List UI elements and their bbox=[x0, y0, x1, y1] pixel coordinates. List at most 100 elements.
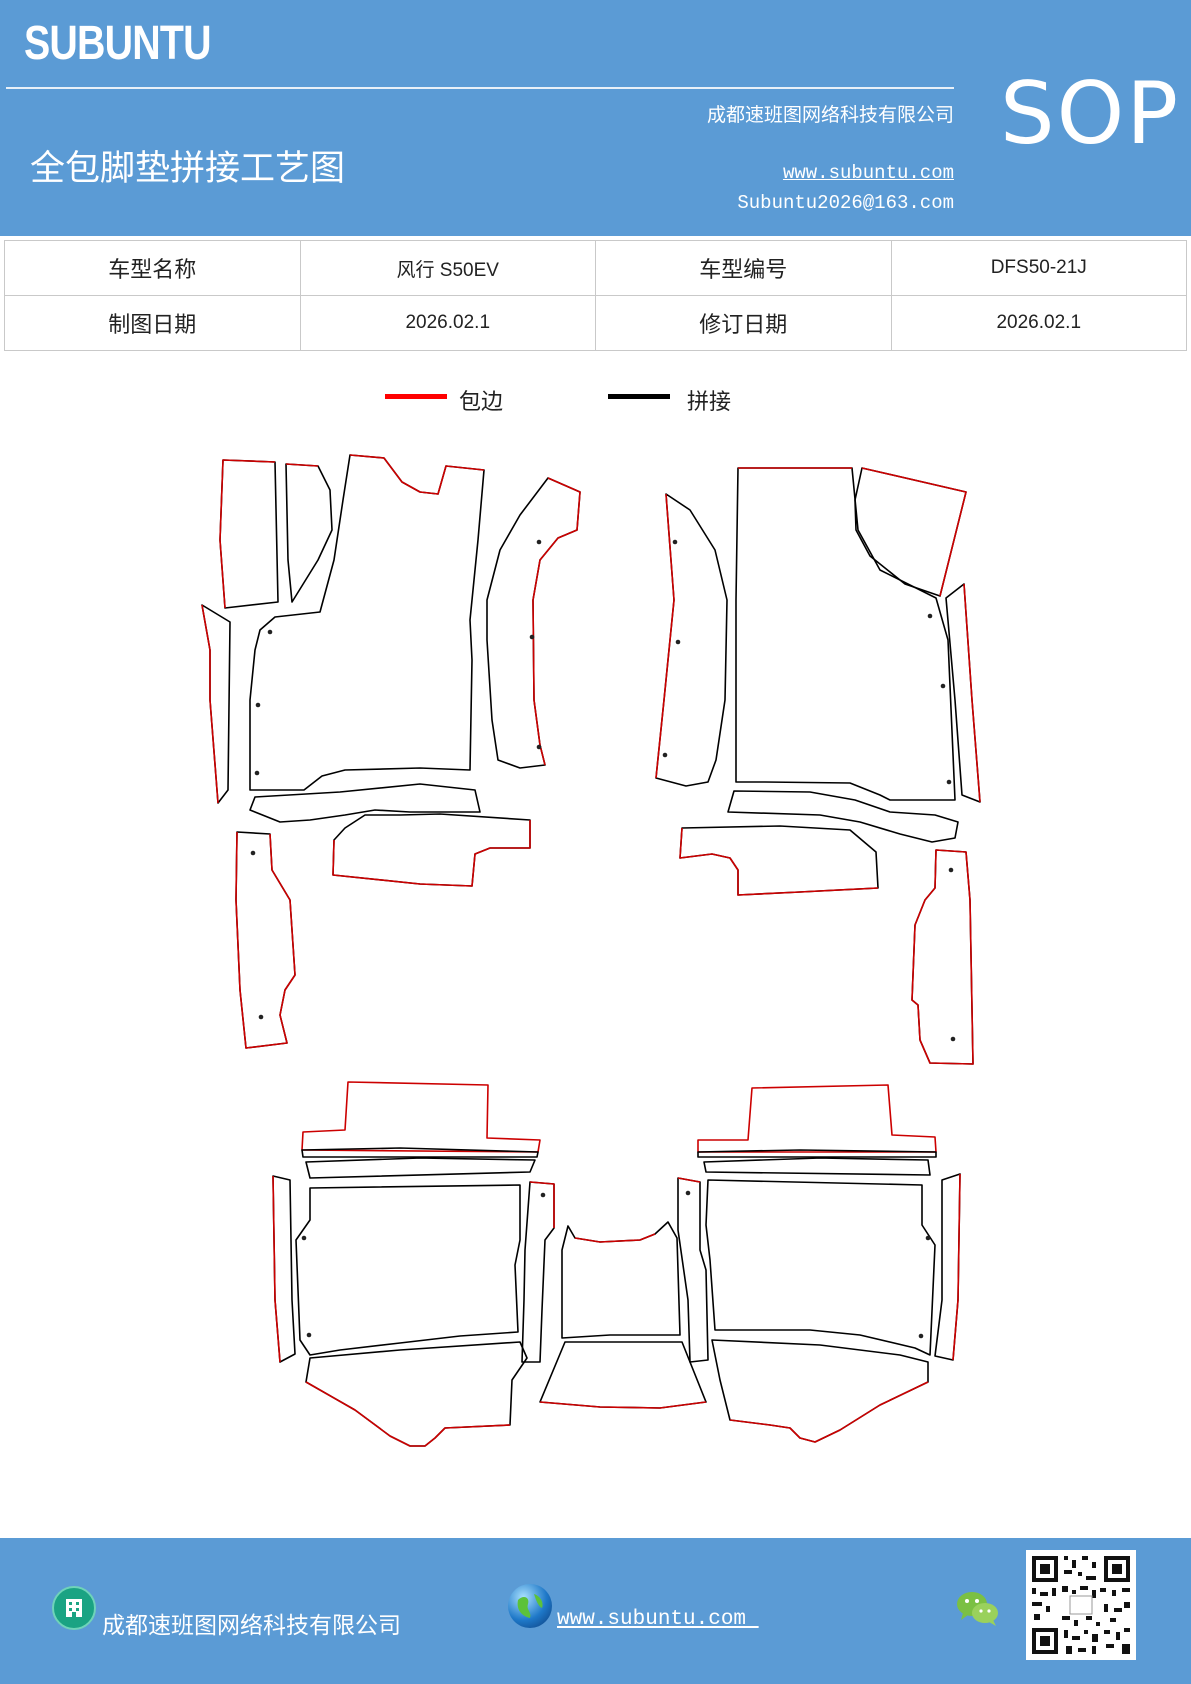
mat-piece bbox=[861, 467, 967, 597]
mat-piece bbox=[285, 463, 333, 603]
seam-label: 拼接 bbox=[687, 390, 732, 415]
mat-piece bbox=[735, 467, 956, 801]
mat-piece bbox=[249, 783, 481, 823]
mat-piece bbox=[219, 459, 279, 609]
hole-dot bbox=[918, 1333, 924, 1339]
globe-icon bbox=[508, 1584, 552, 1628]
hole-dot bbox=[675, 639, 681, 645]
mat-piece bbox=[272, 1175, 281, 1363]
footer-company-name: 成都速班图网络科技有限公司 bbox=[102, 1613, 401, 1639]
seam-swatch bbox=[608, 394, 670, 399]
mat-piece bbox=[235, 831, 296, 1049]
mat-piece bbox=[349, 454, 485, 495]
mat-piece bbox=[529, 1181, 555, 1228]
hole-dot bbox=[536, 539, 542, 545]
mounting-holes bbox=[250, 539, 956, 1339]
hole-dot bbox=[662, 752, 668, 758]
model-name-value: 风行 S50EV bbox=[299, 240, 596, 296]
mat-piece bbox=[911, 849, 974, 1065]
mat-piece bbox=[332, 813, 531, 887]
mat-piece bbox=[679, 825, 879, 896]
mat-piece bbox=[655, 493, 728, 787]
hole-dot bbox=[950, 1036, 956, 1042]
hole-dot bbox=[927, 613, 933, 619]
mat-piece bbox=[539, 1401, 707, 1409]
mat-piece bbox=[305, 1157, 536, 1179]
hole-dot bbox=[267, 629, 273, 635]
mat-piece bbox=[711, 1339, 929, 1443]
hole-dot bbox=[250, 850, 256, 856]
model-name-label: 车型名称 bbox=[4, 240, 301, 296]
mat-piece bbox=[703, 1157, 931, 1176]
draw-date-label: 制图日期 bbox=[4, 295, 301, 351]
mat-piece bbox=[574, 1233, 656, 1243]
sop-badge: SOP bbox=[1000, 64, 1181, 164]
mat-piece bbox=[249, 454, 485, 791]
mat-piece bbox=[272, 1175, 296, 1363]
hole-dot bbox=[672, 539, 678, 545]
hole-dot bbox=[255, 702, 261, 708]
model-code-label: 车型编号 bbox=[595, 240, 892, 296]
mat-piece bbox=[539, 1341, 707, 1409]
hole-dot bbox=[536, 744, 542, 750]
mat-piece bbox=[305, 1381, 511, 1447]
mat-piece bbox=[655, 493, 675, 779]
edge-label: 包边 bbox=[459, 390, 504, 415]
mat-piece bbox=[727, 790, 959, 843]
mat-piece bbox=[219, 459, 276, 609]
front-left-mat-group bbox=[201, 454, 581, 1049]
mat-piece bbox=[235, 831, 296, 1049]
rear-right-mat-group bbox=[677, 1084, 961, 1443]
hole-dot bbox=[529, 634, 535, 640]
website-link[interactable]: www.subuntu.com bbox=[782, 162, 954, 184]
mat-piece bbox=[332, 820, 531, 887]
edge-swatch bbox=[385, 394, 447, 399]
header-banner: SUBUNTU 成都速班图网络科技有限公司 全包脚垫拼接工艺图 www.subu… bbox=[0, 0, 1191, 236]
brand-logo: SUBUNTU bbox=[24, 17, 211, 70]
hole-dot bbox=[948, 867, 954, 873]
draw-date-value: 2026.02.1 bbox=[299, 295, 596, 351]
vehicle-info-table: 车型名称 风行 S50EV 车型编号 DFS50-21J 制图日期 2026.0… bbox=[4, 240, 1187, 351]
mat-piece bbox=[285, 463, 319, 467]
mat-piece bbox=[963, 583, 981, 803]
hole-dot bbox=[306, 1332, 312, 1338]
mat-piece bbox=[697, 1084, 937, 1153]
hole-dot bbox=[258, 1014, 264, 1020]
hole-dot bbox=[940, 683, 946, 689]
header-divider bbox=[6, 87, 954, 89]
email-address: Subuntu2026@163.com bbox=[737, 192, 954, 214]
front-right-mat-group bbox=[655, 467, 981, 1065]
mat-piece bbox=[532, 477, 581, 766]
hole-dot bbox=[540, 1192, 546, 1198]
mat-piece bbox=[729, 1381, 929, 1443]
hole-dot bbox=[685, 1190, 691, 1196]
hole-dot bbox=[254, 770, 260, 776]
mat-piece bbox=[677, 1177, 701, 1183]
mat-piece bbox=[911, 849, 974, 1065]
mat-piece bbox=[854, 467, 967, 597]
mat-piece bbox=[679, 827, 879, 896]
mat-piece bbox=[301, 1081, 541, 1153]
mat-piece bbox=[295, 1184, 521, 1356]
footer-banner: 成都速班图网络科技有限公司 www.subuntu.com bbox=[0, 1538, 1191, 1684]
mat-piece bbox=[952, 1173, 961, 1361]
hole-dot bbox=[946, 779, 952, 785]
building-icon bbox=[52, 1586, 96, 1630]
table-row: 制图日期 2026.02.1 修订日期 2026.02.1 bbox=[4, 295, 1187, 351]
mat-piece bbox=[305, 1341, 528, 1447]
mat-piece bbox=[521, 1181, 555, 1363]
mat-piece bbox=[934, 1173, 961, 1361]
mat-piece bbox=[705, 1179, 936, 1356]
mat-piece bbox=[301, 1147, 539, 1158]
revise-date-label: 修订日期 bbox=[595, 295, 892, 351]
revise-date-value: 2026.02.1 bbox=[890, 295, 1187, 351]
footer-website-link[interactable]: www.subuntu.com bbox=[557, 1608, 759, 1631]
company-name: 成都速班图网络科技有限公司 bbox=[706, 104, 954, 126]
wechat-icon bbox=[955, 1588, 1001, 1628]
qr-code bbox=[1026, 1550, 1136, 1660]
hole-dot bbox=[301, 1235, 307, 1241]
rear-left-mat-group bbox=[272, 1081, 555, 1447]
page-title: 全包脚垫拼接工艺图 bbox=[30, 149, 346, 189]
mat-piece bbox=[697, 1149, 937, 1158]
